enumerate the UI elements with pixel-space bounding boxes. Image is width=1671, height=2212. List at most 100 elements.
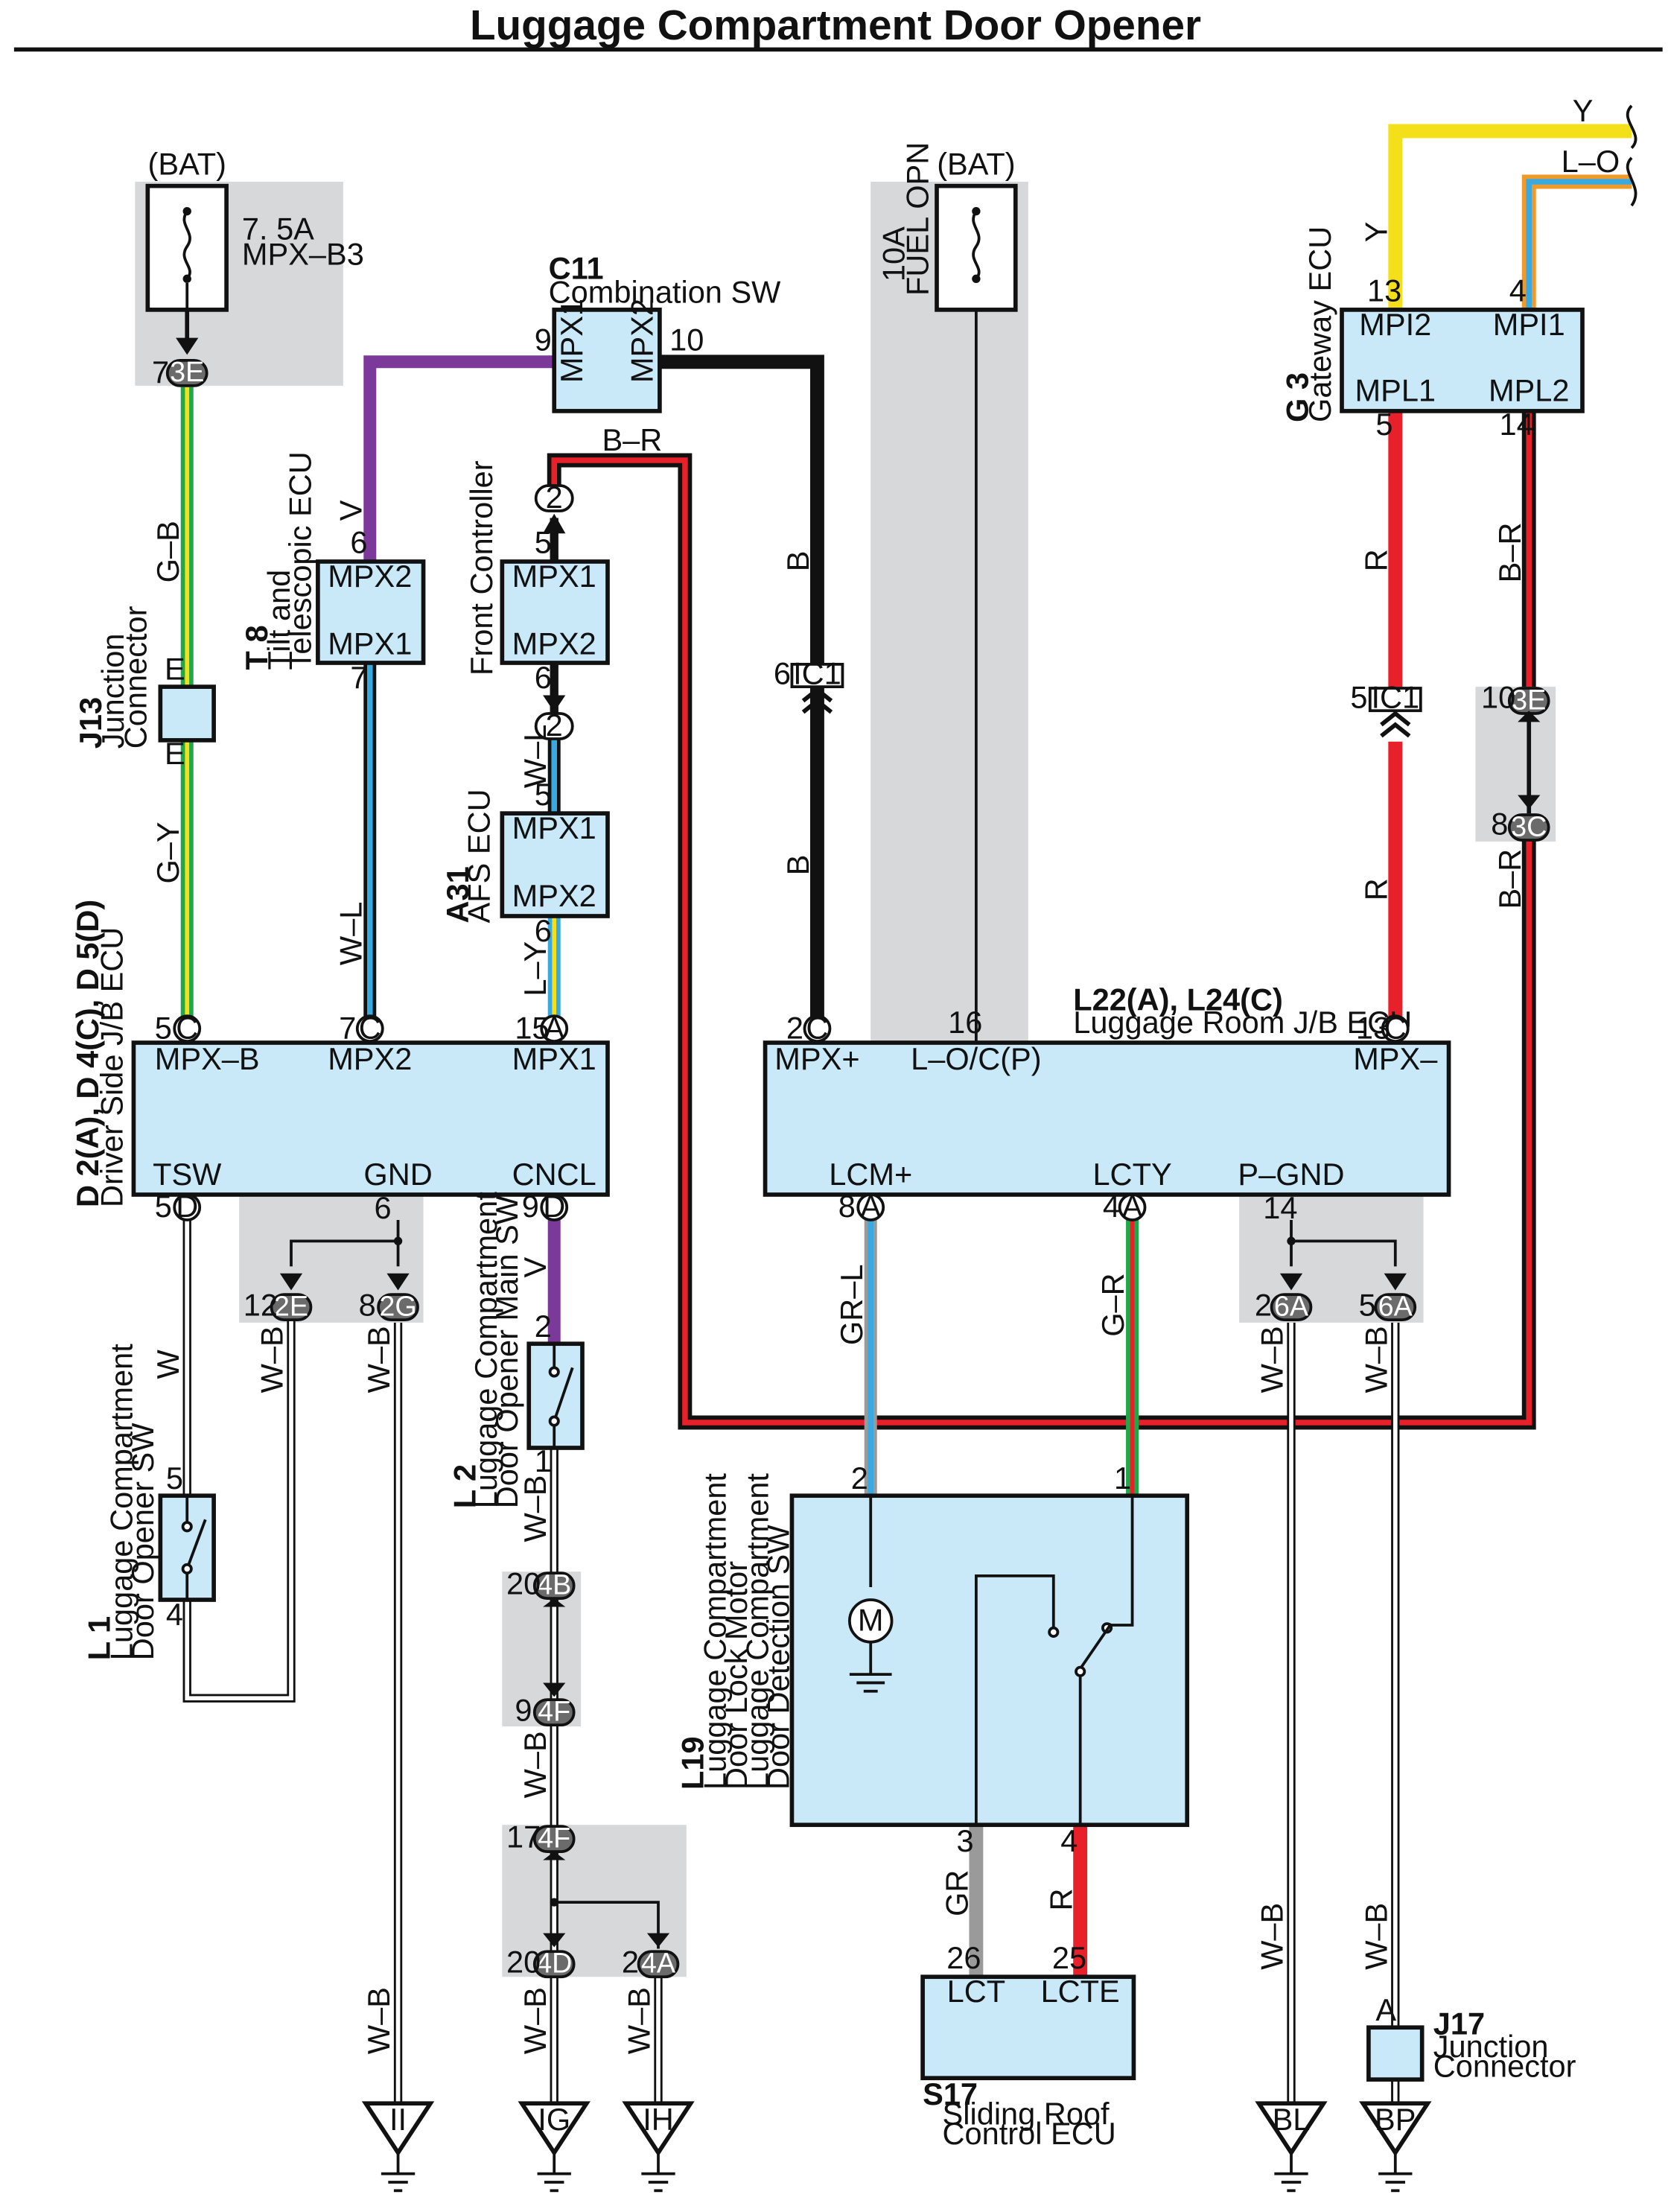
svg-text:GR: GR	[940, 1870, 975, 1916]
dsjb-id: D 2(A), D 4(C), D 5(D)	[70, 900, 105, 1207]
svg-text:B–R: B–R	[602, 422, 662, 457]
j17-name2: Connector	[1433, 2048, 1576, 2083]
svg-text:D: D	[543, 1189, 565, 1224]
front-controller: Front Controller	[464, 460, 499, 676]
l22-pin-lo: L–O/C(P)	[911, 1041, 1041, 1076]
svg-text:IH: IH	[643, 2102, 674, 2137]
svg-text:4: 4	[1060, 1823, 1078, 1858]
wire-lo	[1521, 174, 1632, 310]
fc-pin-b: MPX2	[512, 626, 596, 661]
l19-id: L19	[675, 1736, 710, 1790]
svg-text:5: 5	[155, 1189, 172, 1224]
l1-name2: Door Opener SW	[125, 1423, 160, 1660]
svg-text:W–B: W–B	[518, 1731, 553, 1798]
svg-text:9: 9	[515, 1692, 532, 1727]
svg-text:L–O: L–O	[1562, 144, 1620, 179]
g3-pin-mpi2: MPI2	[1359, 307, 1431, 342]
j13-pin-bottom: E	[165, 736, 185, 771]
svg-text:25: 25	[1052, 1940, 1086, 1975]
wire-v-purple	[363, 355, 555, 561]
svg-text:C: C	[1384, 1010, 1407, 1045]
svg-text:6: 6	[535, 660, 552, 695]
dsjb-pin-gnd: GND	[363, 1157, 432, 1192]
svg-text:13: 13	[1367, 273, 1401, 308]
diagram-title: Luggage Compartment Door Opener	[470, 2, 1201, 49]
bat-right: (BAT)	[937, 147, 1015, 182]
svg-text:4D: 4D	[536, 1948, 572, 1980]
svg-text:V: V	[518, 1256, 553, 1277]
svg-text:B: B	[780, 855, 815, 876]
wire-wb-l2	[550, 1449, 663, 2104]
svg-text:3C: 3C	[1511, 811, 1547, 842]
wire-w-tsw	[182, 1219, 296, 1703]
l22-pin-pgnd: P–GND	[1238, 1157, 1344, 1192]
svg-text:C: C	[176, 1010, 198, 1045]
svg-text:2: 2	[546, 708, 563, 743]
pin-numbers: 7 5 7 15 2 16 13 5 6 9 8 4 14 12 8 2 5 9…	[152, 273, 1534, 1980]
l22-id: L22(A), L24(C)	[1073, 982, 1283, 1017]
l22-pin-lcty: LCTY	[1092, 1157, 1171, 1192]
svg-text:W–L: W–L	[518, 725, 553, 788]
inline-connectors	[790, 662, 1422, 713]
c11-pin-a: MPX1	[554, 299, 589, 383]
motor-label: M	[858, 1603, 884, 1638]
svg-text:R: R	[1358, 878, 1393, 900]
svg-text:Y: Y	[1573, 93, 1594, 128]
svg-text:C: C	[359, 1010, 381, 1045]
svg-text:R: R	[1043, 1888, 1078, 1910]
svg-text:2G: 2G	[379, 1291, 416, 1322]
svg-text:W–B: W–B	[1255, 1903, 1290, 1970]
connector-labels: 3E 3E 3C 2E 2G 6A 6A 4B 4F 4F 4D 4A	[170, 357, 1547, 1979]
svg-text:W–B: W–B	[518, 1475, 553, 1542]
fuse-right-name: FUEL OPN	[900, 142, 935, 296]
svg-text:2E: 2E	[274, 1291, 308, 1322]
j17-name1: Junction	[1433, 2029, 1549, 2064]
svg-text:9: 9	[522, 1189, 539, 1224]
svg-text:5: 5	[1350, 679, 1367, 714]
svg-text:1: 1	[1114, 1461, 1131, 1496]
svg-text:B–R: B–R	[1492, 523, 1527, 583]
l2-name1: Luggage Compartment	[468, 1192, 503, 1508]
g3-name: Gateway ECU	[1302, 226, 1337, 422]
svg-text:BP: BP	[1375, 2102, 1416, 2137]
svg-text:W–L: W–L	[333, 902, 368, 965]
ground-lines	[381, 2152, 1413, 2193]
l22-pin-mpxm: MPX–	[1353, 1041, 1438, 1076]
j13-pin-top: E	[165, 652, 185, 687]
svg-text:Y: Y	[1358, 222, 1393, 243]
s17-id: S17	[923, 2076, 978, 2111]
wire-pgnd	[1287, 1219, 1400, 2104]
j13-name2: Connector	[118, 606, 153, 749]
svg-text:D: D	[176, 1189, 198, 1224]
s17-name1: Sliding Roof	[943, 2097, 1110, 2132]
svg-text:2: 2	[546, 480, 563, 515]
svg-text:7: 7	[152, 355, 169, 390]
dsjb-pin-mpx1: MPX1	[512, 1041, 596, 1076]
svg-text:2: 2	[622, 1945, 639, 1980]
svg-text:G–Y: G–Y	[150, 821, 185, 883]
svg-text:6: 6	[774, 655, 791, 690]
svg-text:W–B: W–B	[1358, 1326, 1393, 1393]
svg-text:7: 7	[350, 660, 367, 695]
svg-text:W–B: W–B	[1358, 1903, 1393, 1970]
g3-pin-mpi1: MPI1	[1493, 307, 1565, 342]
svg-text:8: 8	[1491, 806, 1508, 841]
svg-text:1: 1	[535, 1443, 552, 1478]
svg-text:26: 26	[946, 1940, 981, 1975]
svg-text:20: 20	[506, 1945, 541, 1980]
svg-text:15: 15	[515, 1010, 549, 1045]
svg-text:8: 8	[359, 1287, 376, 1322]
connector-circles	[173, 484, 1410, 1221]
svg-text:W–B: W–B	[1255, 1326, 1290, 1393]
wire-y-yellow	[1388, 124, 1632, 310]
t8-name2: Telescopic ECU	[282, 451, 317, 670]
svg-text:G–R: G–R	[1095, 1273, 1130, 1336]
svg-text:L–Y: L–Y	[518, 941, 553, 997]
l2-switch-symbol	[548, 1344, 574, 1448]
svg-text:14: 14	[1263, 1190, 1297, 1225]
t8-pin-b: MPX1	[328, 626, 412, 661]
t8-name1: Tilt and	[261, 570, 296, 670]
svg-text:4: 4	[1509, 273, 1527, 308]
svg-text:3E: 3E	[170, 357, 204, 388]
svg-text:A: A	[544, 1010, 564, 1045]
